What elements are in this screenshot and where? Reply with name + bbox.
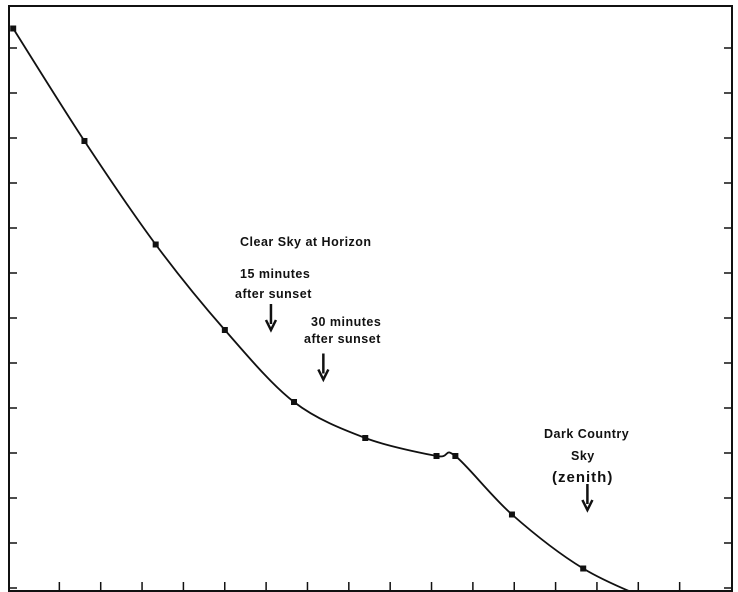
thirty-minutes-label: 30 minutes <box>311 315 381 329</box>
data-point <box>508 511 515 518</box>
data-markers <box>10 25 587 572</box>
data-point <box>81 138 88 144</box>
plot-frame <box>8 5 733 592</box>
clear-sky-label: Clear Sky at Horizon <box>240 235 372 249</box>
data-point <box>433 453 440 459</box>
annotation-arrows <box>264 304 594 513</box>
axis-ticks <box>9 47 732 591</box>
fifteen-minutes-arrow <box>264 304 278 333</box>
fifteen-minutes-label: 15 minutes <box>240 267 310 281</box>
fifteen-minutes-label-line2: after sunset <box>235 287 312 301</box>
data-point <box>10 25 17 32</box>
thirty-minutes-label-line2: after sunset <box>304 332 381 346</box>
thirty-minutes-arrow <box>317 353 330 383</box>
data-point <box>580 565 587 572</box>
data-point <box>152 241 159 248</box>
series-line <box>12 28 634 592</box>
dark-country-label-line2: Sky <box>571 449 595 463</box>
data-point <box>452 453 459 459</box>
data-point <box>291 399 298 405</box>
data-point <box>362 435 369 441</box>
dark-country-arrow <box>581 484 594 513</box>
dark-country-label-line3: (zenith) <box>552 469 613 486</box>
dark-country-label: Dark Country <box>544 427 629 441</box>
data-point <box>221 327 228 333</box>
